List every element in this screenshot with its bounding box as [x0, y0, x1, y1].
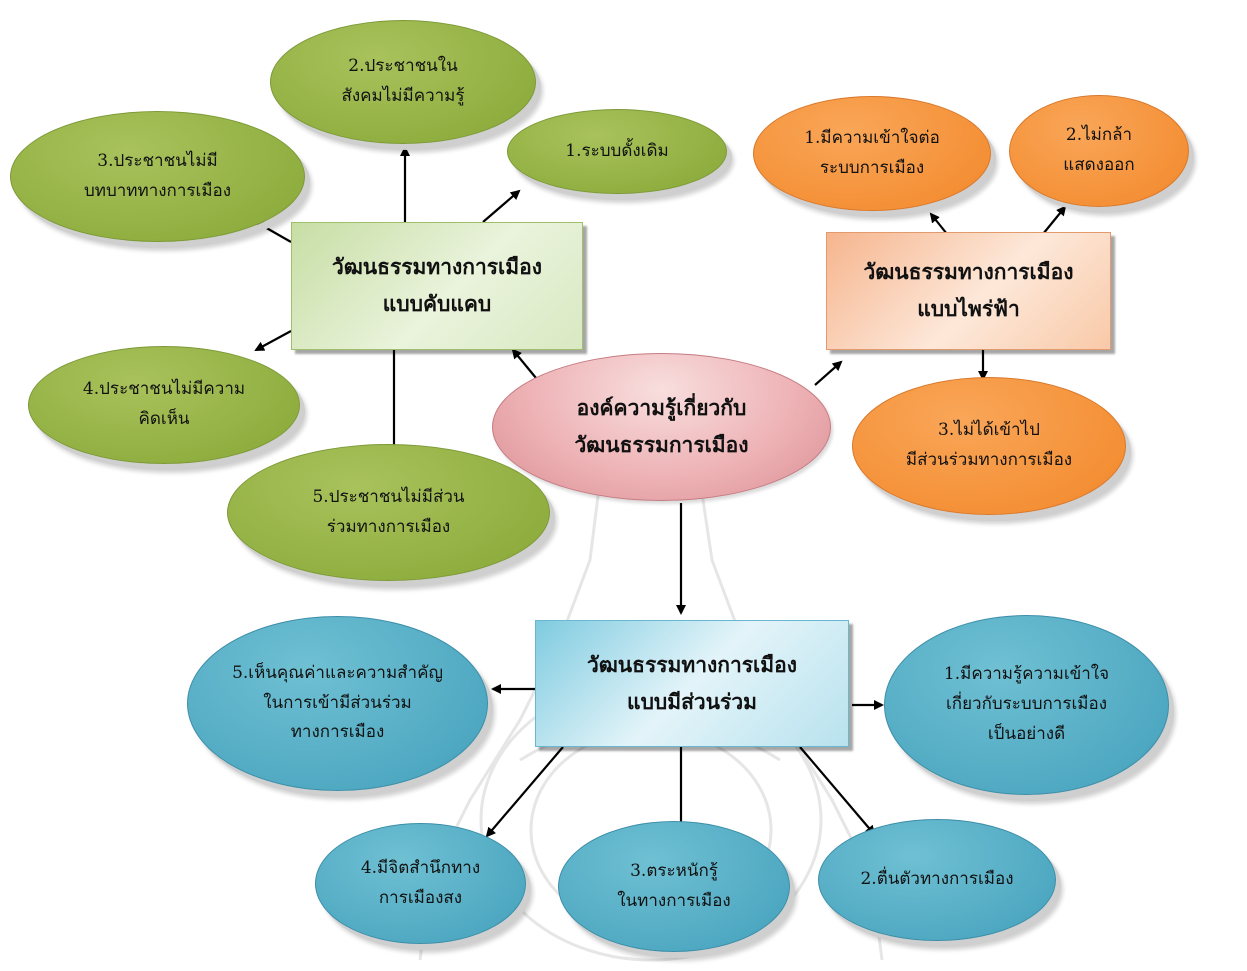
participant-item-4: 4.มีจิตสำนึกทาง การเมืองสง [315, 823, 526, 944]
arrow-subject-to-item1 [929, 212, 948, 235]
subject-culture-box: วัฒนธรรมทางการเมือง แบบไพร่ฟ้า [826, 232, 1111, 350]
parochial-culture-box: วัฒนธรรมทางการเมือง แบบคับแคบ [291, 222, 583, 350]
arrow-parochial-to-item4 [254, 330, 292, 351]
parochial-item-4: 4.ประชาชนไม่มีความ คิดเห็น [28, 346, 300, 464]
participant-item-3: 3.ตระหนักรู้ ในทางการเมือง [558, 821, 790, 952]
arrow-parochial-to-item3 [254, 221, 292, 243]
arrow-center-to-subject [814, 360, 843, 386]
subject-item-3: 3.ไม่ได้เข้าไป มีส่วนร่วมทางการเมือง [852, 377, 1126, 515]
subject-item-2: 2.ไม่กล้า แสดงออก [1009, 95, 1189, 207]
participant-item-2: 2.ตื่นตัวทางการเมือง [818, 819, 1056, 941]
parochial-item-3: 3.ประชาชนไม่มี บทบาททางการเมือง [10, 111, 305, 242]
participant-item-5: 5.เห็นคุณค่าและความสำคัญ ในการเข้ามีส่วน… [187, 616, 488, 791]
arrow-subject-to-item2 [1042, 205, 1067, 235]
arrow-center-to-parochial [511, 348, 537, 379]
arrow-participant-to-item2 [799, 746, 876, 836]
parochial-item-2: 2.ประชาชนใน สังคมไม่มีความรู้ [270, 20, 536, 144]
arrow-participant-to-item4 [485, 746, 564, 838]
arrow-parochial-to-item1 [482, 189, 521, 223]
center-topic-node: องค์ความรู้เกี่ยวกับ วัฒนธรรมการเมือง [492, 353, 831, 501]
participant-item-1: 1.มีความรู้ความเข้าใจ เกี่ยวกับระบบการเม… [884, 615, 1169, 795]
parochial-item-1: 1.ระบบดั้งเดิม [507, 109, 727, 194]
participant-culture-box: วัฒนธรรมทางการเมือง แบบมีส่วนร่วม [535, 620, 849, 747]
parochial-item-5: 5.ประชาชนไม่มีส่วน ร่วมทางการเมือง [227, 444, 550, 581]
subject-item-1: 1.มีความเข้าใจต่อ ระบบการเมือง [753, 96, 991, 211]
